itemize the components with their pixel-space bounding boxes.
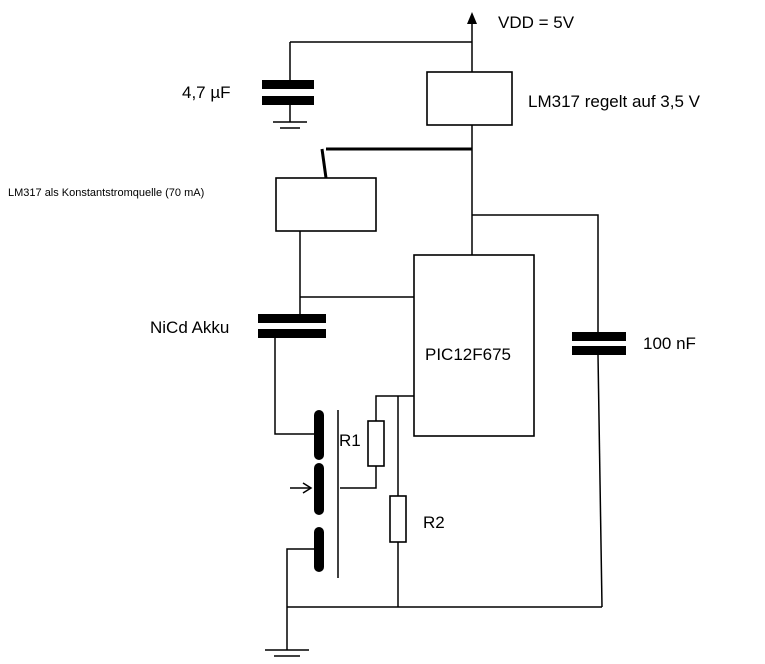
capacitor-4-7uf	[262, 80, 314, 122]
r2-label: R2	[423, 513, 445, 532]
r1-bottom-wire	[340, 466, 377, 489]
r1-top-wire	[375, 395, 414, 421]
pic-label: PIC12F675	[425, 345, 511, 364]
arrow-icon	[290, 482, 313, 494]
current-source-label: LM317 als Konstantstromquelle (70 mA)	[8, 187, 204, 199]
ground-symbol-cap	[273, 121, 307, 129]
resistor-r1	[367, 420, 385, 467]
vdd-supply	[289, 12, 477, 80]
resistor-r2	[389, 495, 407, 543]
potentiometer	[314, 410, 339, 578]
decoupling-bottom-wire	[597, 354, 603, 608]
regulator-box	[426, 71, 513, 126]
pic12f675-chip	[413, 254, 535, 437]
vdd-label: VDD = 5V	[498, 13, 575, 32]
battery-label: NiCd Akku	[150, 318, 229, 337]
decoupling-top-wire	[472, 214, 599, 332]
current-source-input-wire	[320, 148, 328, 179]
r1-label: R1	[339, 431, 361, 450]
regulator-label: LM317 regelt auf 3,5 V	[528, 92, 701, 111]
ground-symbol-bottom	[265, 649, 309, 657]
battery-negative-wire	[274, 338, 320, 435]
cap-100nf-label: 100 nF	[643, 334, 696, 353]
nicd-battery	[258, 314, 326, 338]
capacitor-100nf	[572, 332, 626, 355]
cap-4-7uf-label: 4,7 µF	[182, 83, 231, 102]
current-source-box	[275, 177, 377, 232]
ground-return-wire	[286, 548, 318, 650]
